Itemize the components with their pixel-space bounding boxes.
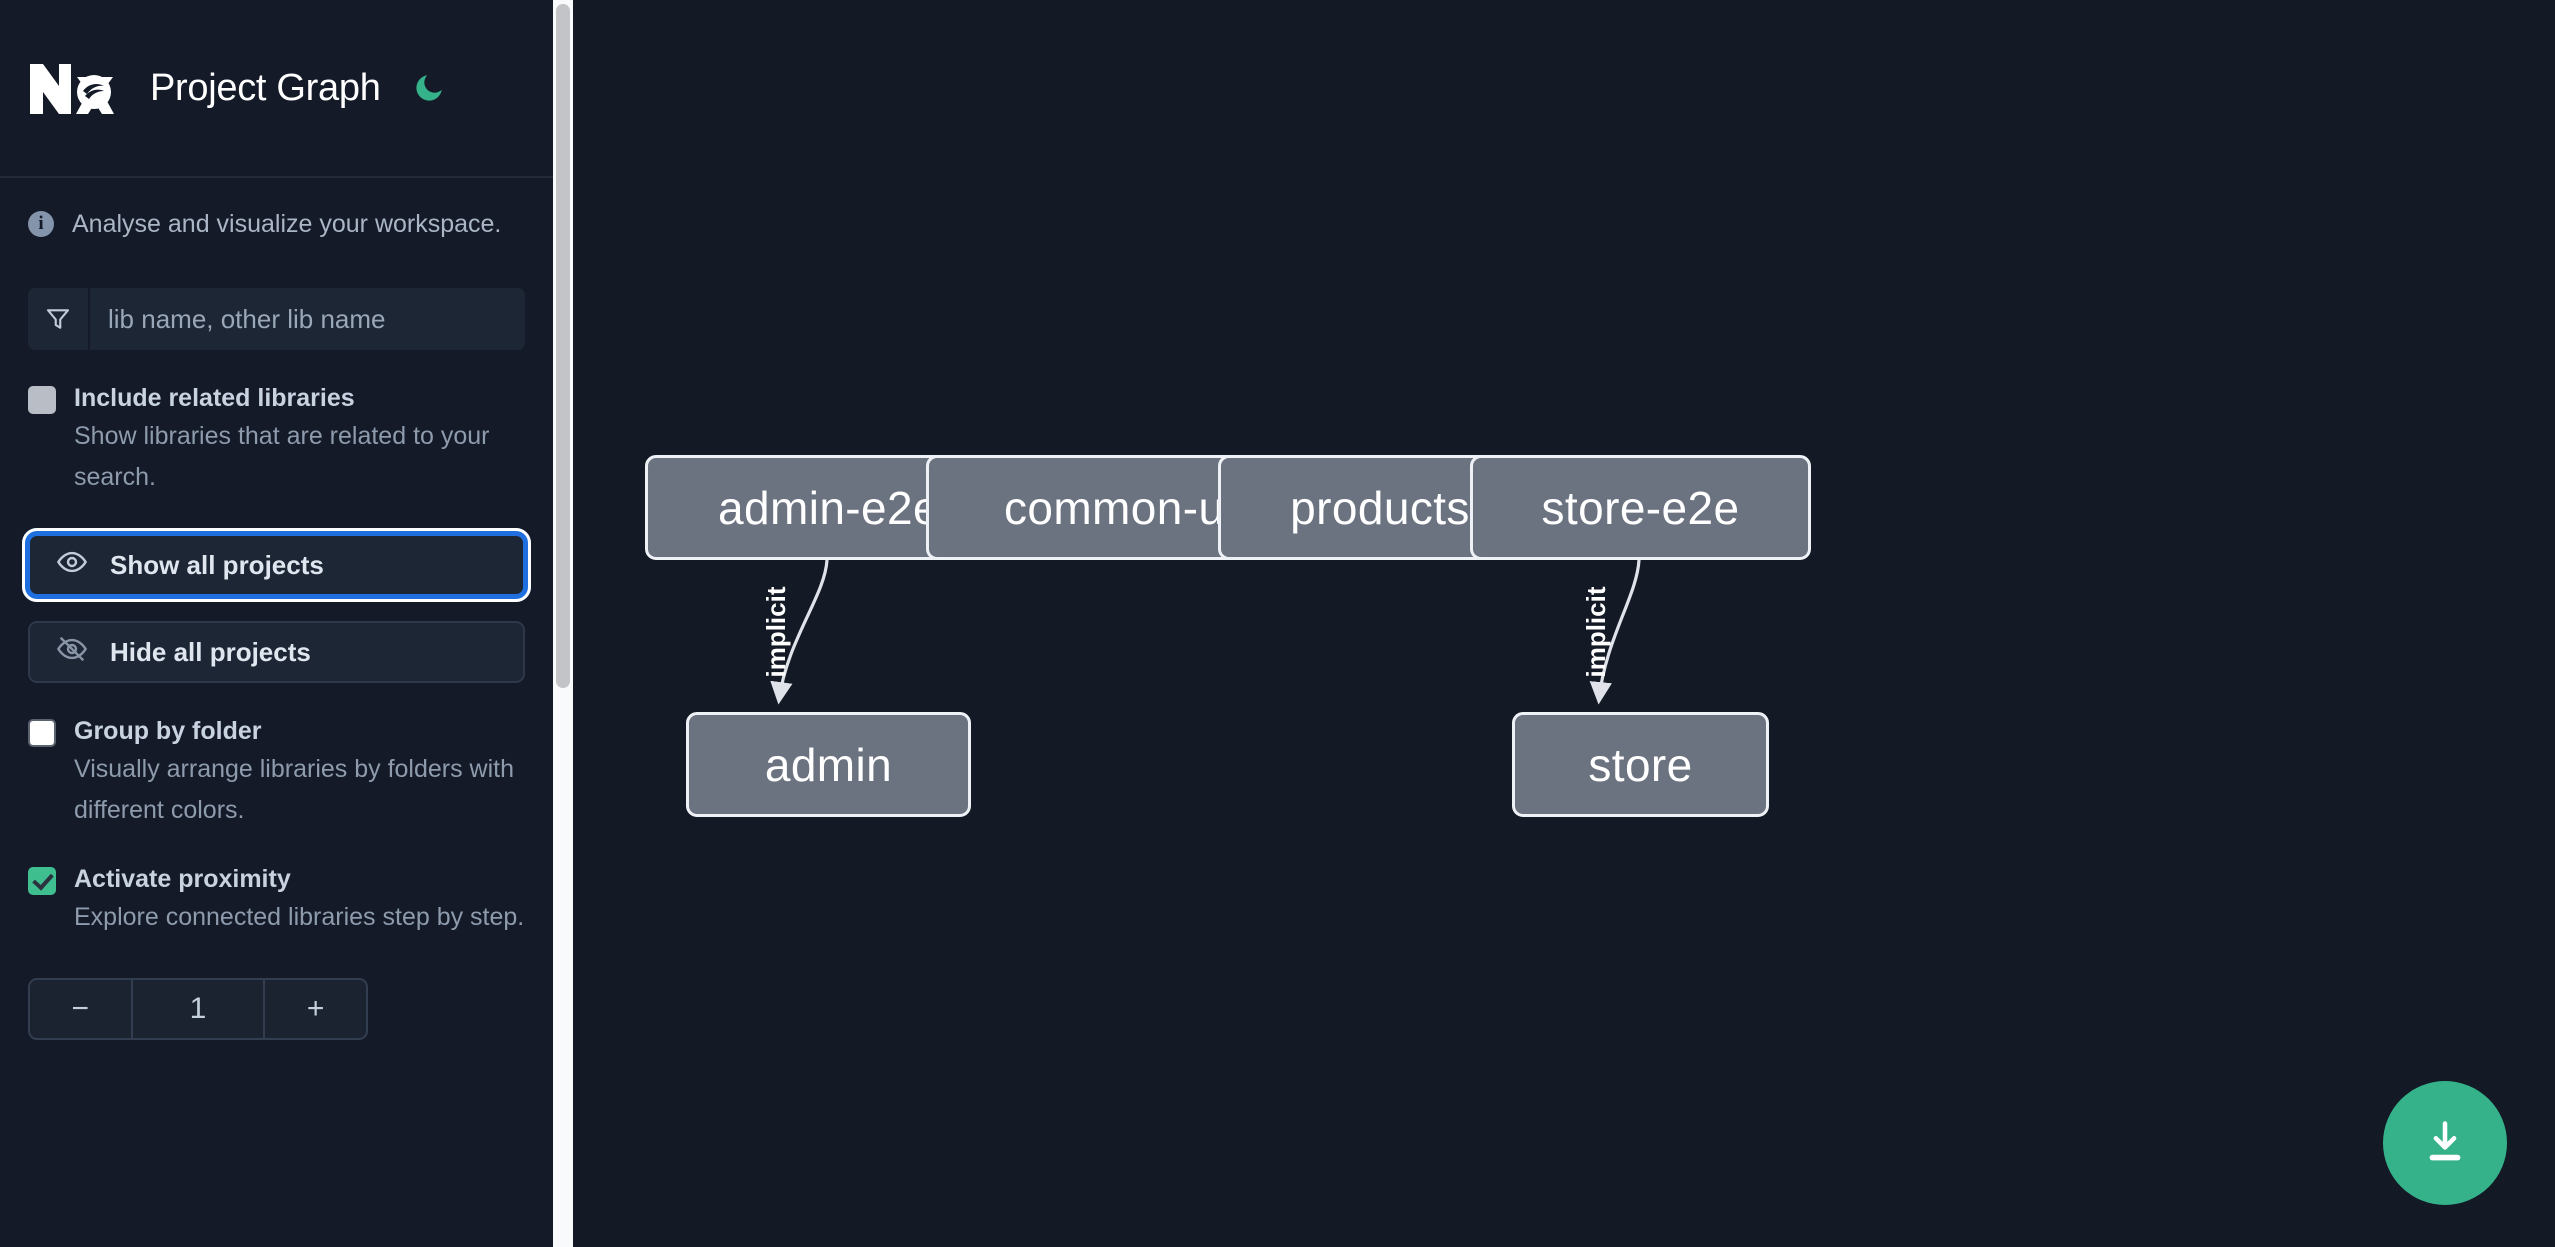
option-description: Show libraries that are related to your … bbox=[74, 422, 490, 491]
hide-all-projects-button[interactable]: Hide all projects bbox=[28, 621, 525, 683]
option-description: Visually arrange libraries by folders wi… bbox=[74, 755, 515, 824]
node-label: store bbox=[1588, 738, 1693, 791]
proximity-decrement-button[interactable]: − bbox=[30, 980, 131, 1038]
node-label: store-e2e bbox=[1541, 481, 1740, 534]
sidebar-body: Include related libraries Show libraries… bbox=[0, 288, 553, 1040]
funnel-icon bbox=[28, 288, 90, 350]
graph-node-store-e2e[interactable]: store-e2e bbox=[1470, 455, 1811, 560]
option-group-by-folder[interactable]: Group by folder Visually arrange librari… bbox=[28, 713, 525, 831]
graph-node-store[interactable]: store bbox=[1512, 712, 1769, 817]
tagline-text: Analyse and visualize your workspace. bbox=[72, 209, 502, 238]
graph-node-admin[interactable]: admin bbox=[686, 712, 971, 817]
page-title: Project Graph bbox=[150, 66, 381, 109]
search-input[interactable] bbox=[90, 288, 525, 350]
eye-off-icon bbox=[56, 633, 88, 672]
eye-icon bbox=[56, 546, 88, 585]
option-title: Include related libraries bbox=[74, 384, 355, 412]
visibility-buttons: Show all projects Hide all projects bbox=[22, 528, 531, 683]
nx-logo bbox=[28, 58, 120, 118]
moon-icon[interactable] bbox=[409, 68, 449, 108]
node-label: admin bbox=[764, 738, 893, 791]
sidebar-scrollbar-track[interactable] bbox=[553, 0, 573, 1247]
sidebar-header: Project Graph bbox=[0, 0, 553, 178]
node-label: common-ui bbox=[1003, 481, 1236, 534]
filter-box[interactable] bbox=[28, 288, 525, 350]
info-icon: i bbox=[28, 211, 54, 237]
graph-canvas[interactable]: implicit implicit admin-e2e common-ui pr… bbox=[573, 0, 2555, 1247]
option-activate-proximity[interactable]: Activate proximity Explore connected lib… bbox=[28, 861, 525, 938]
download-icon bbox=[2419, 1116, 2471, 1171]
option-description: Explore connected libraries step by step… bbox=[74, 903, 525, 931]
download-image-button[interactable] bbox=[2383, 1081, 2507, 1205]
proximity-value: 1 bbox=[130, 980, 266, 1038]
include-related-libraries-checkbox[interactable] bbox=[28, 386, 56, 414]
sidebar: Project Graph i Analyse and visualize yo… bbox=[0, 0, 553, 1247]
show-all-projects-label: Show all projects bbox=[110, 549, 324, 580]
graph-edges: implicit implicit bbox=[761, 559, 1641, 705]
hide-all-projects-label: Hide all projects bbox=[110, 636, 311, 667]
edge-label-implicit-admin: implicit bbox=[761, 586, 791, 677]
node-label: products bbox=[1290, 481, 1470, 534]
proximity-stepper[interactable]: − 1 + bbox=[28, 978, 368, 1040]
activate-proximity-checkbox[interactable] bbox=[28, 867, 56, 895]
show-all-projects-button[interactable]: Show all projects bbox=[22, 528, 531, 602]
edge-admin-e2e-admin[interactable] bbox=[770, 559, 829, 705]
option-title: Group by folder bbox=[74, 717, 262, 745]
proximity-increment-button[interactable]: + bbox=[265, 980, 366, 1038]
edge-store-e2e-store[interactable] bbox=[1589, 559, 1641, 705]
node-label: admin-e2e bbox=[718, 481, 939, 534]
workspace-tagline: i Analyse and visualize your workspace. bbox=[0, 178, 553, 270]
sidebar-scrollbar-thumb[interactable] bbox=[556, 4, 570, 688]
edge-label-implicit-store: implicit bbox=[1581, 586, 1611, 677]
group-by-folder-checkbox[interactable] bbox=[28, 719, 56, 747]
option-title: Activate proximity bbox=[74, 865, 291, 893]
option-include-related-libraries[interactable]: Include related libraries Show libraries… bbox=[28, 380, 525, 498]
